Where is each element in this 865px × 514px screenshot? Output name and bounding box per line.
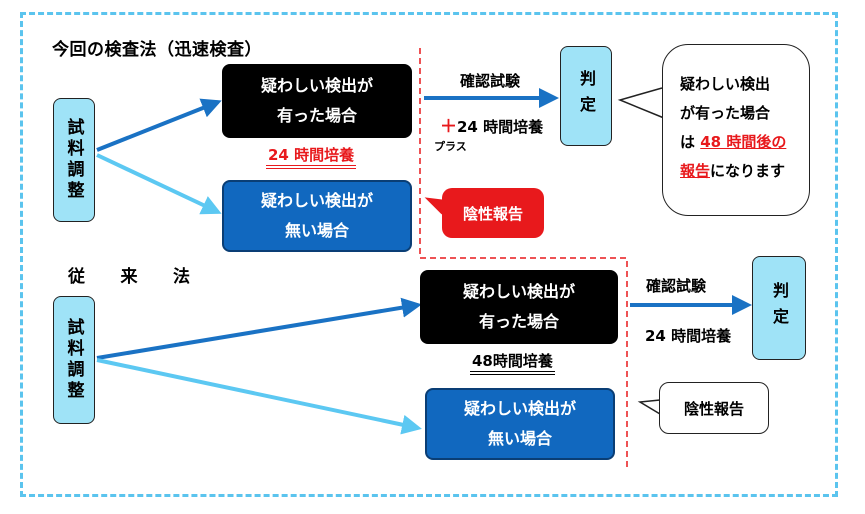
conv-sample-prep-box: 試料調整 [53, 296, 95, 424]
rapid-negative-report-bubble: 陰性報告 [442, 188, 544, 238]
conv-negative-box: 疑わしい検出が 無い場合 [425, 388, 615, 460]
arrow-rapid-to-suspect [96, 98, 222, 152]
conv-incubation-24-label: 24 時間培養 [645, 327, 732, 345]
rapid-sample-prep-box: 試料調整 [53, 98, 95, 222]
white-bubble-tail [637, 399, 661, 415]
rapid-plus-incubation: ＋24 時間培養 [440, 112, 543, 137]
callout-line-4-post: になります [710, 162, 786, 180]
diagram-frame [20, 12, 838, 497]
rapid-plus-reading: プラス [434, 140, 467, 153]
rapid-negative-box: 疑わしい検出が 無い場合 [222, 180, 412, 252]
rapid-suspect-box: 疑わしい検出が 有った場合 [222, 64, 412, 138]
rapid-callout-bubble: 疑わしい検出 が有った場合 は 48 時間後の 報告になります [662, 44, 810, 216]
callout-line-4: 報告になります [680, 157, 799, 186]
rapid-confirm-test-label: 確認試験 [460, 72, 521, 90]
conv-incubation-text: 48時間培養 [470, 352, 555, 375]
red-bubble-tail [424, 197, 443, 215]
rapid-plus-incubation-text: 24 時間培養 [457, 118, 544, 136]
callout-line-3-pre: は [680, 133, 701, 151]
rapid-method-title: 今回の検査法（迅速検査） [52, 40, 262, 60]
rapid-negative-report-text: 陰性報告 [462, 204, 523, 223]
rapid-incubation-text: 24 時間培養 [266, 146, 357, 169]
conv-suspect-box: 疑わしい検出が 有った場合 [420, 270, 618, 344]
conv-judge-box: 判定 [752, 256, 806, 360]
arrow-conv-to-negative [96, 358, 422, 435]
conventional-method-title: 従 来 法 [68, 267, 191, 287]
rapid-incubation-label: 24 時間培養 [266, 144, 357, 169]
callout-line-2: が有った場合 [680, 104, 771, 122]
rapid-judge-box: 判定 [560, 46, 612, 146]
callout-line-4-red: 報告 [680, 162, 711, 180]
callout-line-3-red: 48 時間後の [700, 133, 787, 151]
conv-confirm-test-label: 確認試験 [646, 277, 707, 295]
conv-incubation-label: 48時間培養 [470, 350, 555, 375]
callout-line-1: 疑わしい検出 [680, 75, 771, 93]
plus-icon: ＋ [440, 117, 457, 137]
callout-tail [617, 87, 665, 119]
arrow-conv-to-suspect [96, 297, 422, 360]
arrow-rapid-to-negative [96, 153, 222, 215]
conv-negative-report-text: 陰性報告 [683, 399, 744, 418]
conv-negative-report-bubble: 陰性報告 [659, 382, 769, 434]
callout-line-3: は 48 時間後の [680, 128, 799, 157]
